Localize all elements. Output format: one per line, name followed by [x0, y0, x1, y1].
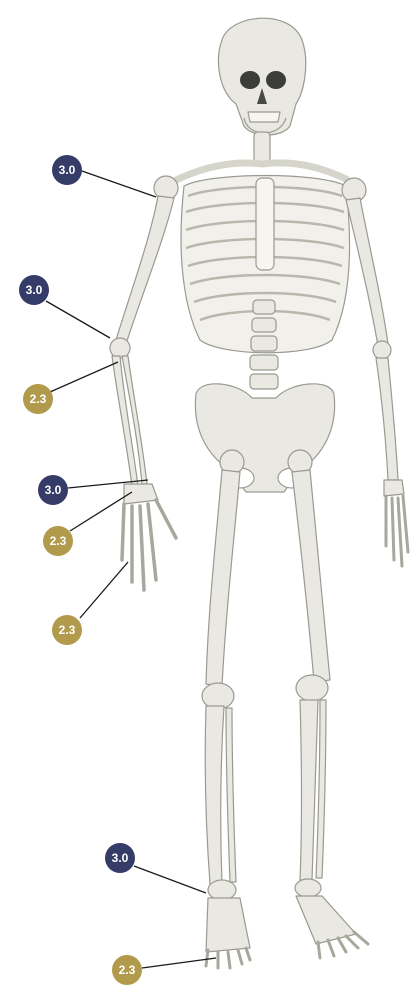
left-elbow: [110, 338, 130, 358]
callout-badge: 2.3: [43, 526, 73, 556]
sternum: [256, 178, 274, 270]
left-fibula: [226, 708, 236, 882]
callout-leader-line: [82, 171, 156, 197]
right-wrist: [384, 480, 404, 496]
teeth: [248, 112, 280, 122]
right-forearm: [376, 358, 398, 480]
left-patella: [202, 683, 234, 709]
left-ankle: [208, 880, 236, 900]
left-femur: [206, 470, 240, 686]
callout-badge: 2.3: [52, 615, 82, 645]
left-eye-socket: [240, 71, 260, 89]
callout-badge: 2.3: [23, 384, 53, 414]
left-tibia: [205, 706, 224, 884]
left-humerus: [116, 196, 174, 344]
callout-badge: 3.0: [38, 475, 68, 505]
right-hand-fingers: [386, 496, 408, 566]
callout-badge: 3.0: [52, 155, 82, 185]
callout-badge: 3.0: [19, 275, 49, 305]
callout-badge: 2.3: [112, 955, 142, 985]
callout-leader-line: [46, 301, 110, 338]
callout-leader-line: [50, 362, 118, 392]
callout-badge: 3.0: [105, 843, 135, 873]
right-humerus: [346, 198, 388, 346]
right-femur: [292, 470, 330, 682]
right-ankle: [295, 879, 321, 897]
right-elbow: [373, 341, 391, 359]
right-eye-socket: [266, 71, 286, 89]
left-foot: [206, 898, 250, 952]
right-patella: [296, 675, 328, 701]
right-tibia: [300, 700, 318, 880]
callout-leader-line: [80, 562, 128, 618]
pelvis: [195, 384, 334, 492]
left-hand-fingers: [122, 500, 176, 590]
callout-leader-line: [134, 866, 206, 893]
lumbar-spine: [250, 300, 278, 389]
